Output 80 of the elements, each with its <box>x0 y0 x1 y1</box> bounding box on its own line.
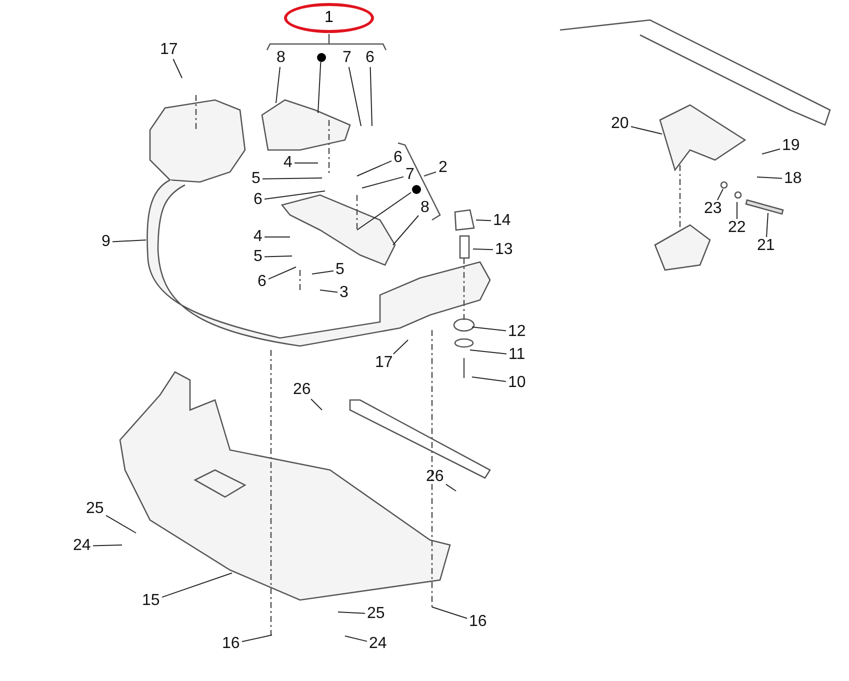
leader-line <box>318 62 322 114</box>
callout-number: 18 <box>784 170 802 188</box>
callout-number: 5 <box>336 261 344 279</box>
leader-line <box>268 266 296 280</box>
callout-number: 11 <box>508 346 526 364</box>
bullet-dot <box>316 52 326 62</box>
callout-number: 17 <box>160 41 178 59</box>
callout-number: 16 <box>469 613 487 631</box>
callout-number: 6 <box>254 191 262 209</box>
callout-number: 23 <box>704 200 722 218</box>
leader-line <box>470 350 507 354</box>
leader-line <box>294 162 318 164</box>
leader-line <box>630 126 662 134</box>
callout-number: 6 <box>394 149 402 167</box>
callout-number: 13 <box>495 241 513 259</box>
leader-line <box>476 220 492 222</box>
leader-line <box>472 248 494 250</box>
callout-number: 7 <box>342 49 352 67</box>
leader-line <box>262 178 322 180</box>
leader-line <box>312 270 334 274</box>
circled-callout-number: 1 <box>284 3 374 33</box>
leader-line <box>112 240 146 242</box>
callout-number: 10 <box>508 374 526 392</box>
leader-line <box>762 148 780 154</box>
callout-number: 9 <box>102 233 110 251</box>
leader-line <box>92 544 122 546</box>
leader-line <box>106 514 136 534</box>
leader-line <box>264 190 326 200</box>
leader-line <box>348 66 362 126</box>
leader-line <box>172 58 182 78</box>
leader-line <box>320 290 338 293</box>
leader-line <box>310 398 322 410</box>
leader-line <box>392 215 419 246</box>
callout-number: 12 <box>508 323 526 341</box>
leader-line <box>370 66 372 126</box>
callout-number: 5 <box>254 248 262 266</box>
leader-line <box>472 326 506 332</box>
callout-number: 26 <box>293 381 311 399</box>
leader-line <box>432 606 468 619</box>
leader-line <box>392 340 408 354</box>
callout-number: 8 <box>420 199 430 217</box>
leader-line <box>264 256 292 258</box>
callout-number: 6 <box>258 273 266 291</box>
leader-line <box>362 176 404 188</box>
callout-number: 14 <box>493 212 511 230</box>
leader-line <box>766 212 768 238</box>
callout-number: 26 <box>426 468 444 486</box>
callout-number: 22 <box>728 219 746 237</box>
leader-line <box>276 66 280 104</box>
leader-line <box>162 572 232 598</box>
callout-number: 4 <box>254 228 262 246</box>
callout-number: 2 <box>438 159 448 177</box>
callout-number: 20 <box>611 115 629 133</box>
bullet-dot <box>412 184 420 194</box>
callout-number: 6 <box>366 49 374 67</box>
leader-line <box>356 160 392 176</box>
leader-line <box>717 188 724 200</box>
callout-number: 7 <box>406 166 414 184</box>
callout-number: 24 <box>369 635 387 653</box>
leader-line <box>736 202 738 220</box>
leader-line <box>356 192 412 230</box>
callout-number: 3 <box>340 284 348 302</box>
leader-line <box>344 636 368 642</box>
leader-line <box>756 176 782 179</box>
callout-number: 24 <box>73 537 91 555</box>
callout-number: 8 <box>276 49 286 67</box>
leader-line <box>472 376 506 382</box>
callout-number: 16 <box>222 635 240 653</box>
leader-line <box>446 484 456 492</box>
callout-number: 15 <box>142 592 160 610</box>
callout-number: 17 <box>375 354 393 372</box>
callout-number: 25 <box>367 605 385 623</box>
callout-number: 19 <box>782 137 800 155</box>
leader-line <box>338 612 366 614</box>
leader-line <box>242 634 272 642</box>
callout-number: 25 <box>86 500 104 518</box>
leader-line <box>264 236 290 238</box>
callout-number: 5 <box>252 170 260 188</box>
callout-number: 21 <box>757 237 775 255</box>
callout-number: 4 <box>284 154 292 172</box>
